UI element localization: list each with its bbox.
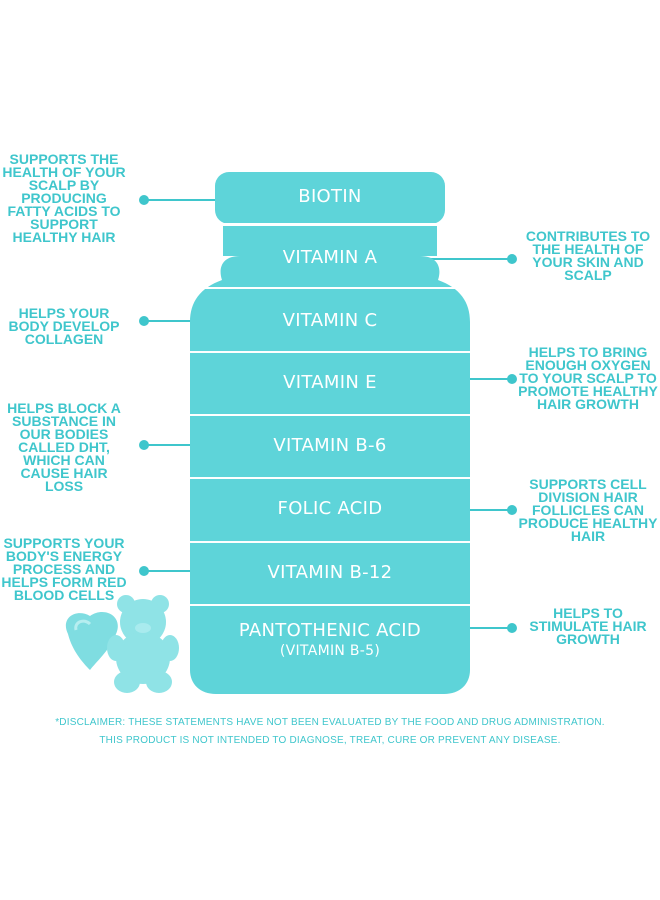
nutrient-pantothenic-acid: PANTOTHENIC ACID (VITAMIN B-5) xyxy=(196,620,464,659)
disclaimer: *DISCLAIMER: THESE STATEMENTS HAVE NOT B… xyxy=(0,714,660,750)
nutrient-vitamin-e: VITAMIN E xyxy=(196,372,464,393)
disclaimer-line-2: THIS PRODUCT IS NOT INTENDED TO DIAGNOSE… xyxy=(99,735,561,746)
nutrient-label: FOLIC ACID xyxy=(277,498,383,519)
bottle-neck xyxy=(223,226,437,256)
benefit-vitamin-a: CONTRIBUTES TO THE HEALTH OF YOUR SKIN A… xyxy=(525,228,651,283)
benefit-vitamin-b12: SUPPORTS YOUR BODY'S ENERGY PROCESS AND … xyxy=(1,535,127,603)
connector-dot-biotin xyxy=(139,195,149,205)
nutrient-sublabel: (VITAMIN B-5) xyxy=(279,643,381,659)
nutrient-vitamin-b12: VITAMIN B-12 xyxy=(196,562,464,583)
connector-dot-vitamin-b6 xyxy=(139,440,149,450)
nutrient-vitamin-a: VITAMIN A xyxy=(196,247,464,268)
benefit-vitamin-e: HELPS TO BRING ENOUGH OXYGEN TO YOUR SCA… xyxy=(518,344,658,412)
nutrient-label: VITAMIN C xyxy=(282,310,378,331)
nutrient-label: BIOTIN xyxy=(298,186,362,207)
connector-dot-vitamin-b12 xyxy=(139,566,149,576)
bottle-cap xyxy=(215,172,445,224)
bottle-body xyxy=(190,256,470,694)
connector-dot-folic-acid xyxy=(507,505,517,515)
benefit-folic-acid: SUPPORTS CELL DIVISION HAIR FOLLICLES CA… xyxy=(518,476,658,544)
nutrient-label: PANTOTHENIC ACID xyxy=(238,620,422,641)
nutrient-label: VITAMIN E xyxy=(283,372,377,393)
connector-dot-vitamin-e xyxy=(507,374,517,384)
gummy-heart-icon xyxy=(65,612,118,670)
connector-dot-vitamin-a xyxy=(507,254,517,264)
benefit-pantothenic-acid: HELPS TO STIMULATE HAIR GROWTH xyxy=(529,605,647,647)
benefit-biotin: SUPPORTS THE HEALTH OF YOUR SCALP BY PRO… xyxy=(2,151,126,245)
nutrient-label: VITAMIN A xyxy=(282,247,378,268)
connector-dot-pantothenic-acid xyxy=(507,623,517,633)
nutrient-vitamin-b6: VITAMIN B-6 xyxy=(196,435,464,456)
nutrient-biotin: BIOTIN xyxy=(196,186,464,207)
benefit-vitamin-c: HELPS YOUR BODY DEVELOP COLLAGEN xyxy=(8,305,120,347)
benefit-vitamin-b6: HELPS BLOCK A SUBSTANCE IN OUR BODIES CA… xyxy=(7,400,121,494)
disclaimer-line-1: *DISCLAIMER: THESE STATEMENTS HAVE NOT B… xyxy=(55,717,605,728)
nutrient-label: VITAMIN B-12 xyxy=(267,562,393,583)
nutrient-vitamin-c: VITAMIN C xyxy=(196,310,464,331)
nutrient-label: VITAMIN B-6 xyxy=(273,435,387,456)
bottle-dividers xyxy=(190,223,470,606)
connector-dot-vitamin-c xyxy=(139,316,149,326)
connectors xyxy=(139,195,517,633)
nutrient-folic-acid: FOLIC ACID xyxy=(196,498,464,519)
bottle xyxy=(190,172,470,694)
gummy-bear-icon xyxy=(107,595,179,693)
